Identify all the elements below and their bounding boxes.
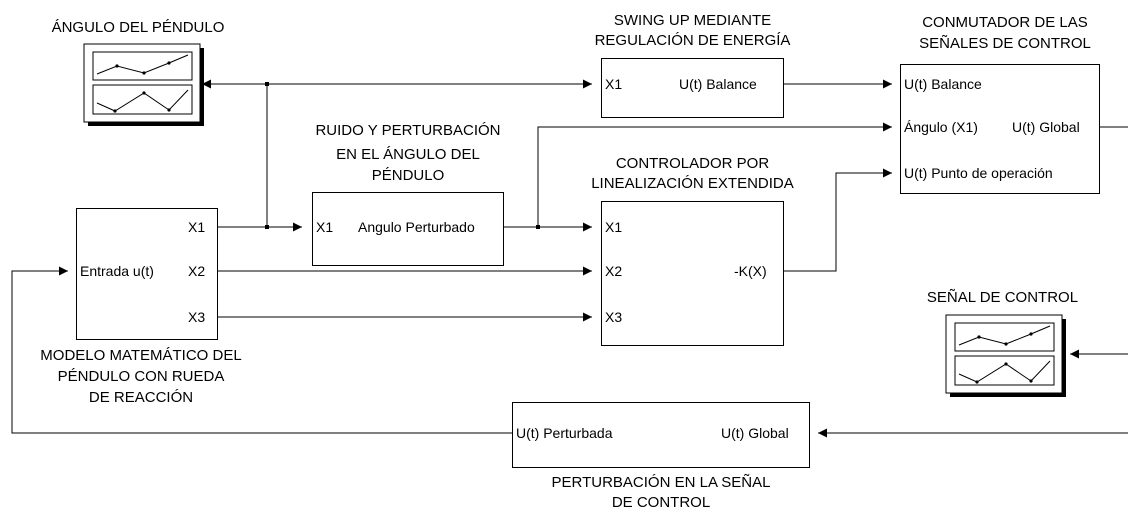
swing-in-port: X1 — [605, 76, 623, 92]
wire-feedback-loop — [11, 266, 512, 434]
ruido-title-line-2: EN EL ÁNGULO DEL — [336, 146, 480, 163]
perturbacion-in-port: U(t) Global — [721, 425, 789, 441]
junction-dot — [265, 82, 269, 86]
swing-out-port: U(t) Balance — [679, 76, 757, 92]
modelo-title-line-1: MODELO MATEMÁTICO DEL — [40, 347, 242, 364]
angulo-scope-title: ÁNGULO DEL PÉNDULO — [51, 19, 225, 36]
modelo-block[interactable] — [76, 208, 218, 340]
conmutador-title-line-1: CONMUTADOR DE LAS — [922, 14, 1088, 31]
controlador-block[interactable] — [601, 201, 784, 346]
junction-dot — [536, 225, 540, 229]
conmutador-in-port-punto: U(t) Punto de operación — [904, 165, 1053, 181]
swing-title-line-1: SWING UP MEDIANTE — [613, 12, 772, 29]
controlador-in-port-x3: X3 — [605, 309, 623, 325]
conmutador-title-line-2: SEÑALES DE CONTROL — [919, 35, 1091, 52]
senal-scope[interactable] — [945, 314, 1066, 397]
perturbacion-title-line-1: PERTURBACIÓN EN LA SEÑAL — [551, 474, 771, 491]
perturbacion-block[interactable] — [512, 402, 810, 468]
controlador-title-line-2: LINEALIZACIÓN EXTENDIDA — [591, 175, 794, 192]
swing-title-line-2: REGULACIÓN DE ENERGÍA — [594, 32, 791, 49]
ruido-in-port: X1 — [316, 219, 334, 235]
ruido-out-port: Angulo Perturbado — [358, 219, 475, 235]
modelo-out-port-x3: X3 — [188, 309, 206, 325]
conmutador-block[interactable] — [900, 64, 1100, 194]
wire-ruido-to-conmutador — [537, 122, 892, 227]
modelo-title-line-2: PÉNDULO CON RUEDA — [57, 368, 225, 385]
controlador-title-line-1: CONTROLADOR POR — [615, 155, 770, 172]
conmutador-out-port: U(t) Global — [1012, 119, 1080, 135]
ruido-block[interactable] — [312, 192, 504, 266]
wire-controlador-to-conmutador — [784, 168, 892, 272]
controlador-in-port-x2: X2 — [605, 263, 623, 279]
swing-block[interactable] — [601, 58, 784, 118]
modelo-out-port-x1: X1 — [188, 219, 206, 235]
senal-scope-title: SEÑAL DE CONTROL — [926, 289, 1079, 306]
controlador-out-port: -K(X) — [734, 263, 767, 279]
ruido-title-line-3: PÉNDULO — [371, 167, 445, 184]
modelo-out-port-x2: X2 — [188, 263, 206, 279]
angulo-scope[interactable] — [83, 43, 204, 126]
modelo-title-line-3: DE REACCIÓN — [88, 389, 194, 406]
perturbacion-title-line-2: DE CONTROL — [611, 494, 711, 511]
conmutador-in-port-balance: U(t) Balance — [904, 76, 982, 92]
controlador-in-port-x1: X1 — [605, 219, 623, 235]
perturbacion-out-port: U(t) Perturbada — [516, 425, 613, 441]
conmutador-in-port-angulo: Ángulo (X1) — [904, 119, 978, 135]
modelo-in-port: Entrada u(t) — [80, 263, 154, 279]
ruido-title-line-1: RUIDO Y PERTURBACIÓN — [315, 122, 501, 139]
junction-dot — [265, 225, 269, 229]
